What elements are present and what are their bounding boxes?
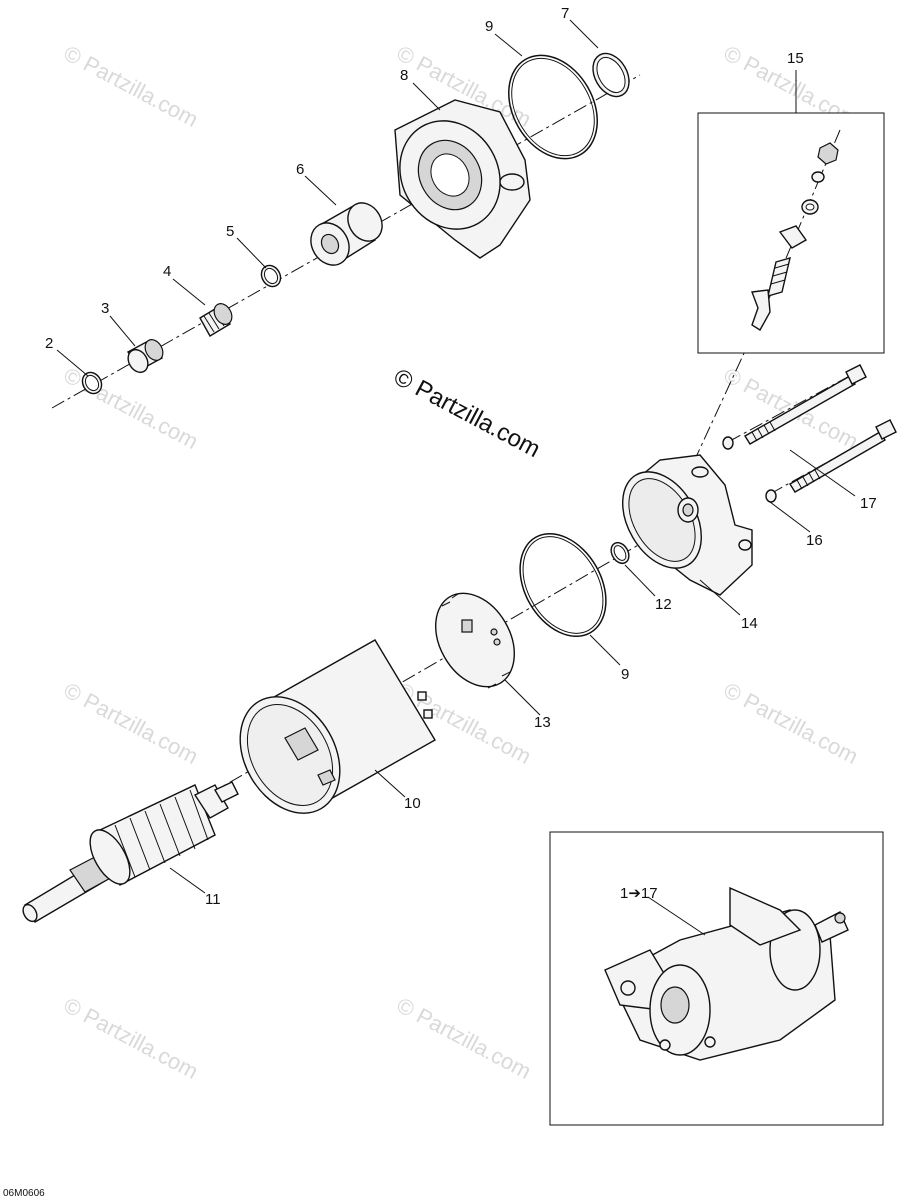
callout-15: 15 bbox=[787, 50, 804, 67]
callout-3: 3 bbox=[101, 300, 109, 317]
part-13-brush-plate bbox=[435, 592, 515, 689]
callout-5: 5 bbox=[226, 223, 234, 240]
part-9-oring-upper-inner bbox=[511, 57, 595, 157]
watermark: © Partzilla.com bbox=[60, 362, 203, 454]
part-14-end-housing bbox=[622, 454, 753, 596]
part-4-spring bbox=[199, 303, 233, 337]
callout-13: 13 bbox=[534, 714, 551, 731]
drawing-code: 06M0606 bbox=[3, 1188, 45, 1199]
part-9-oring-upper bbox=[508, 54, 598, 160]
watermark: © Partzilla.com bbox=[720, 362, 863, 454]
part-16-washer bbox=[722, 436, 734, 450]
callout-9-lower: 9 bbox=[621, 666, 629, 683]
part-12-ring bbox=[610, 541, 630, 565]
callout-14: 14 bbox=[741, 615, 758, 632]
callout-4: 4 bbox=[163, 263, 171, 280]
watermark: © Partzilla.com bbox=[60, 677, 203, 769]
part-17-bolt bbox=[744, 364, 867, 445]
axis-terminal bbox=[689, 335, 753, 471]
callout-9-upper: 9 bbox=[485, 18, 493, 35]
callout-17: 17 bbox=[860, 495, 877, 512]
part-10-yoke bbox=[239, 639, 436, 814]
axis-lower bbox=[164, 514, 691, 821]
watermark: © Partzilla.com bbox=[720, 677, 863, 769]
part-11-armature bbox=[22, 781, 239, 923]
part-15-terminal-kit bbox=[751, 129, 841, 331]
part-17-bolt bbox=[789, 419, 897, 493]
watermark: © Partzilla.com bbox=[393, 992, 536, 1084]
assembly-ref-label: 1➔17 bbox=[620, 885, 658, 902]
part-9-oring-lower bbox=[519, 532, 607, 638]
callout-2: 2 bbox=[45, 335, 53, 352]
part-7-ring bbox=[592, 52, 630, 98]
watermark: © Partzilla.com bbox=[60, 992, 203, 1084]
callout-12: 12 bbox=[655, 596, 672, 613]
part-9-oring-lower-inner bbox=[522, 536, 604, 634]
part-6-pinion bbox=[310, 202, 383, 266]
callout-10: 10 bbox=[404, 795, 421, 812]
part-5-washer bbox=[260, 264, 282, 288]
watermark: © Partzilla.com bbox=[60, 40, 203, 132]
callout-6: 6 bbox=[296, 161, 304, 178]
callout-7: 7 bbox=[561, 5, 569, 22]
part-16-washer bbox=[765, 489, 777, 503]
part-3-sleeve bbox=[126, 339, 164, 374]
part-2-ring bbox=[81, 371, 103, 395]
part-8-housing bbox=[394, 99, 531, 259]
callout-16: 16 bbox=[806, 532, 823, 549]
center-copyright: © Partzilla.com bbox=[389, 363, 544, 463]
callout-8: 8 bbox=[400, 67, 408, 84]
assembled-starter bbox=[604, 886, 849, 1061]
leader-lines bbox=[56, 19, 856, 936]
callout-11: 11 bbox=[205, 891, 221, 908]
callout-labels: 2 3 4 5 6 7 8 9 9 10 11 12 13 14 15 16 1… bbox=[45, 5, 877, 908]
